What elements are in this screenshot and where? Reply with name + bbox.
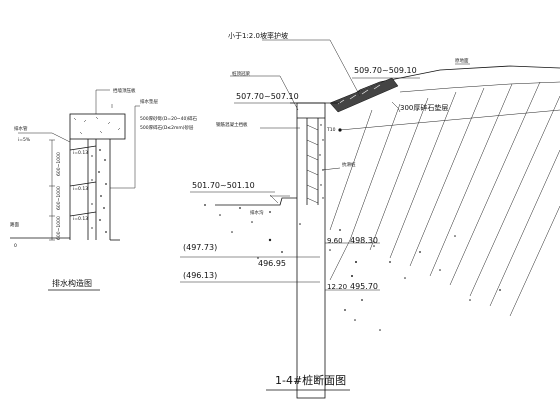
slope-label: i=5% — [18, 137, 31, 143]
drain-ditch-label: 排水沟 — [250, 209, 264, 216]
anti-slide-pile — [296, 102, 326, 399]
elev-495-70: 495.70 — [350, 282, 378, 291]
elev-497-73: (497.73) — [183, 243, 217, 252]
drain-pipe-1 — [69, 145, 97, 151]
drain-pipe-label: 排水管 — [14, 125, 28, 132]
slab-hatching — [306, 124, 319, 204]
backfill-spec-1: 500厚砂砾(D=20~40)碎石 — [140, 115, 198, 122]
cap-beam-leader — [230, 75, 299, 111]
backfill-leader — [110, 105, 140, 189]
spacing-value-2: 600~1000 — [56, 186, 62, 210]
drainage-detail: 挡墙顶压板 排水管 i=5% 排水垫层 500厚砂砾(D=20~40)碎石 50… — [10, 87, 198, 291]
ground-label: 路面 — [10, 221, 19, 228]
elev-496-95: 496.95 — [258, 259, 286, 268]
slope-value-3: i=0.13 — [73, 216, 88, 222]
elev-top-right: 509.70~509.10 — [354, 66, 417, 75]
bottom-label: 0 — [14, 243, 17, 249]
drain-hole-icon — [338, 128, 342, 132]
drain-pipe-3 — [69, 211, 97, 217]
elev-left-terrace: 501.70~501.10 — [192, 181, 255, 190]
slope-value-2: i=0.13 — [73, 186, 88, 192]
cap-hatching — [73, 116, 121, 135]
detail-title: 排水构造图 — [52, 278, 92, 288]
elev-pile-top: 507.70~507.10 — [236, 92, 299, 101]
backfill-spec-2: 500厚碎石(D≤2mm)砂层 — [140, 124, 194, 131]
backfill-label: 排水垫层 — [140, 98, 158, 105]
slab-label: 钢筋混凝土挡板 — [216, 121, 248, 128]
t10-label: T10 — [326, 127, 336, 133]
pile-section: 小于1:2.0坡率护坡 原地面 509.70~509.10 桩顶冠梁 507.7… — [180, 31, 560, 399]
slope-protection — [329, 77, 399, 113]
cap-leader — [95, 89, 110, 114]
pipe-leader — [18, 132, 71, 143]
filter-stipple — [91, 148, 108, 234]
anti-slide-pile-label: 抗滑桩 — [342, 161, 356, 168]
slope-protection-leader — [262, 39, 361, 97]
cap-beam-label: 桩顶冠梁 — [232, 70, 250, 77]
slope-surface — [399, 81, 560, 93]
slope-value-1: i=0.13 — [73, 150, 88, 156]
cap-label: 挡墙顶压板 — [113, 87, 136, 94]
spacing-value-1: 600~1000 — [56, 152, 62, 176]
soil-hatching — [329, 81, 560, 317]
drain-pipe-2 — [69, 181, 97, 187]
wall-cap-slab — [69, 113, 126, 140]
elev-496-13: (496.13) — [183, 271, 217, 280]
rock-stipple — [204, 204, 501, 331]
left-terrace — [215, 197, 297, 206]
crushed-stone-label: 300厚碎石垫层 — [400, 103, 448, 112]
slope-protection-label: 小于1:2.0坡率护坡 — [228, 31, 288, 40]
spacing-value-3: 600~1000 — [56, 216, 62, 240]
elev-498-30: 498.30 — [350, 236, 378, 245]
gravel-backfill — [319, 124, 324, 199]
original-ground-label: 原地面 — [455, 57, 469, 64]
depth-9-60: 9.60 — [327, 237, 343, 245]
depth-12-20: 12.20 — [327, 283, 347, 291]
section-title: 1-4#桩断面图 — [275, 373, 346, 387]
